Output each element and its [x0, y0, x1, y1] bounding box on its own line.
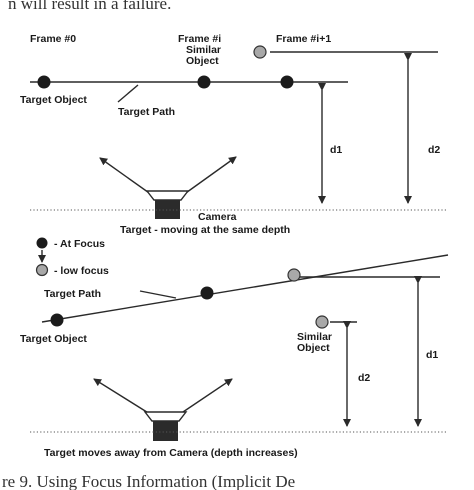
target-dot-frame-0	[37, 75, 51, 89]
similar-object-label-2-line1: Similar	[297, 331, 332, 343]
similar-object-dot-2	[315, 315, 329, 329]
camera-view-right	[182, 156, 237, 196]
camera-view-left-2	[93, 378, 151, 415]
panel-same-depth: Frame #0 Frame #i Frame #i+1 Similar Obj…	[20, 33, 448, 236]
target-dot-frame-i	[197, 75, 211, 89]
d1-label: d1	[330, 144, 342, 156]
panel2-caption: Target moves away from Camera (depth inc…	[44, 447, 298, 459]
camera-lens	[145, 190, 190, 201]
target-object-label-2: Target Object	[20, 333, 87, 345]
target-dot-start	[50, 313, 64, 327]
target-path-slanted-line	[41, 254, 449, 323]
similar-object-label-2-line2: Object	[297, 342, 330, 354]
target-dot-frame-i-plus-1	[280, 75, 294, 89]
panel-depth-increases: Target Path Similar Object Target Object…	[20, 254, 449, 459]
legend-low-focus-label: - low focus	[54, 265, 109, 277]
camera-body-2	[153, 421, 178, 441]
d2-label: d2	[428, 144, 440, 156]
target-dot-middle	[200, 286, 214, 300]
camera-view-left	[99, 157, 153, 196]
frame-i-label: Frame #i	[178, 33, 221, 45]
camera-body	[155, 200, 180, 219]
similar-object-dot	[253, 45, 267, 59]
camera-label: Camera	[198, 211, 237, 223]
panel1-caption: Target - moving at the same depth	[120, 224, 290, 236]
target-dot-far-low-focus	[287, 268, 301, 282]
frame-i-plus-1-label: Frame #i+1	[276, 33, 331, 45]
target-path-label-2: Target Path	[44, 288, 101, 300]
similar-object-label-line2: Object	[186, 55, 219, 67]
d2-label-2: d2	[358, 372, 370, 384]
d1-label-2: d1	[426, 349, 438, 361]
camera-lens-2	[143, 411, 188, 422]
similar-object-label-line1: Similar	[186, 44, 221, 56]
top-caption-fragment: n will result in a failure.	[8, 0, 171, 13]
bottom-caption-fragment: re 9. Using Focus Information (Implicit …	[2, 472, 295, 490]
target-object-label: Target Object	[20, 94, 87, 106]
focus-legend: - At Focus - low focus	[35, 237, 109, 277]
target-path-pointer-2	[139, 290, 177, 299]
legend-at-focus-label: - At Focus	[54, 238, 105, 250]
frame-0-label: Frame #0	[30, 33, 76, 45]
target-path-label: Target Path	[118, 106, 175, 118]
legend-at-focus-dot	[36, 237, 48, 249]
target-path-pointer	[117, 84, 139, 103]
camera-view-right-2	[179, 378, 233, 415]
legend-low-focus-dot	[35, 263, 49, 277]
